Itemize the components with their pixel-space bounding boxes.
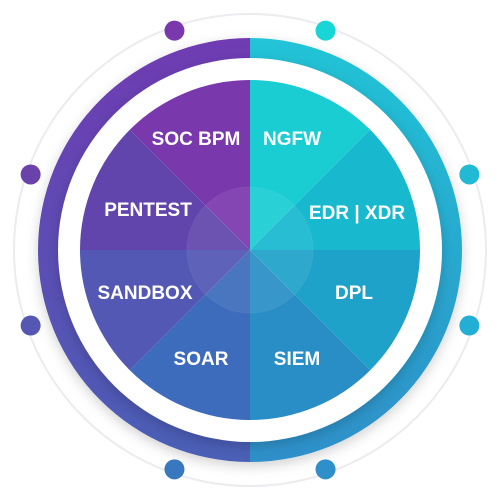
label-siem: SIEM [274, 349, 320, 370]
segment-pentest [80, 129, 250, 250]
dot-bottom-left [164, 459, 185, 480]
segment-ngfw [250, 80, 371, 250]
label-soar: SOAR [174, 349, 229, 370]
segment-siem [250, 250, 371, 420]
label-pentest: PENTEST [104, 200, 192, 221]
label-edr-xdr: EDR | XDR [309, 203, 405, 224]
center-hub [186, 186, 314, 314]
dot-top-right [315, 20, 336, 41]
dot-right-upper [459, 164, 480, 185]
dot-right-lower [459, 315, 480, 336]
segment-labels: SOC BPM NGFW EDR | XDR DPL SIEM SOAR SAN… [97, 129, 405, 370]
label-ngfw: NGFW [263, 129, 321, 150]
label-soc-bpm: SOC BPM [152, 129, 241, 150]
segment-soc-bpm [129, 80, 250, 250]
dot-left-upper [20, 164, 41, 185]
dot-left-lower [20, 315, 41, 336]
wheel-segments [80, 80, 420, 420]
label-dpl: DPL [335, 283, 373, 304]
dot-bottom-right [315, 459, 336, 480]
segment-sandbox [80, 250, 250, 371]
dot-top-left [164, 20, 185, 41]
segment-soar [129, 250, 250, 420]
segment-dpl [250, 250, 420, 371]
label-sandbox: SANDBOX [97, 283, 192, 304]
orbit-dots [20, 20, 480, 480]
segment-edr-xdr [250, 129, 420, 250]
